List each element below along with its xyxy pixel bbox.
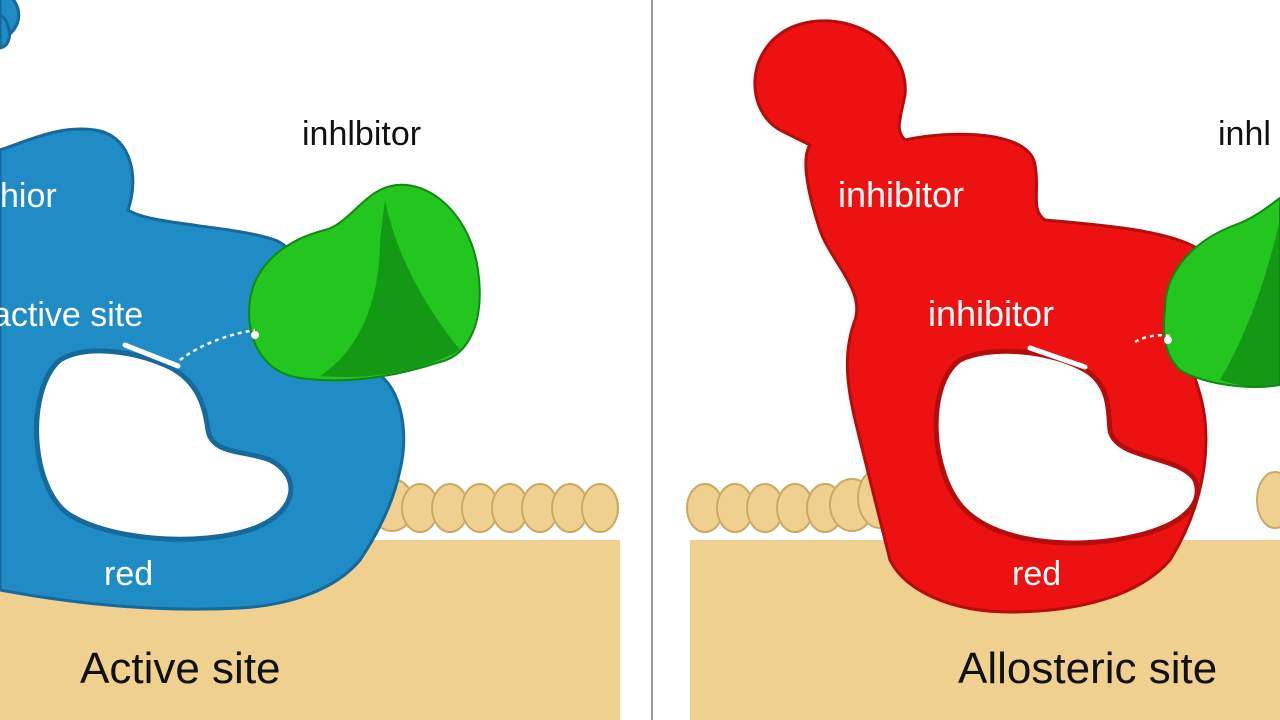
right-inhibitor	[1162, 196, 1280, 388]
right-enzyme-name-label: red	[1012, 555, 1061, 593]
right-panel: inhibitor inhibitor red inhl Allosteric …	[686, 19, 1280, 720]
left-active-site-pocket	[34, 348, 294, 542]
left-binding-arrow	[179, 328, 256, 362]
left-inhibitor-label: inhlbitor	[302, 115, 421, 153]
left-enzyme-partial-label: hior	[0, 177, 57, 215]
right-caption: Allosteric site	[958, 644, 1217, 693]
left-membrane-beads	[369, 478, 619, 533]
right-inhibitor-shadow	[1220, 220, 1280, 387]
left-enzyme-top-blob	[0, 13, 11, 50]
right-site-pointer	[1027, 345, 1088, 370]
left-active-site-label: active site	[0, 296, 143, 334]
right-inhibitor-label: inhl	[1218, 115, 1271, 153]
left-active-site-pointer	[122, 342, 181, 369]
left-panel: hior active site red inhlbitor Active si…	[0, 0, 620, 720]
right-enzyme-top-label: inhibitor	[838, 174, 964, 215]
right-enzyme-middle-label: inhibitor	[928, 293, 1054, 334]
right-binding-dot	[1164, 336, 1172, 344]
left-enzyme-name-label: red	[104, 555, 153, 593]
left-binding-dot	[251, 331, 259, 339]
left-caption: Active site	[80, 644, 281, 693]
left-inhibitor	[248, 183, 481, 382]
left-inhibitor-shadow	[320, 200, 460, 377]
right-binding-arrow	[1134, 334, 1171, 344]
right-binding-pocket	[933, 348, 1200, 546]
